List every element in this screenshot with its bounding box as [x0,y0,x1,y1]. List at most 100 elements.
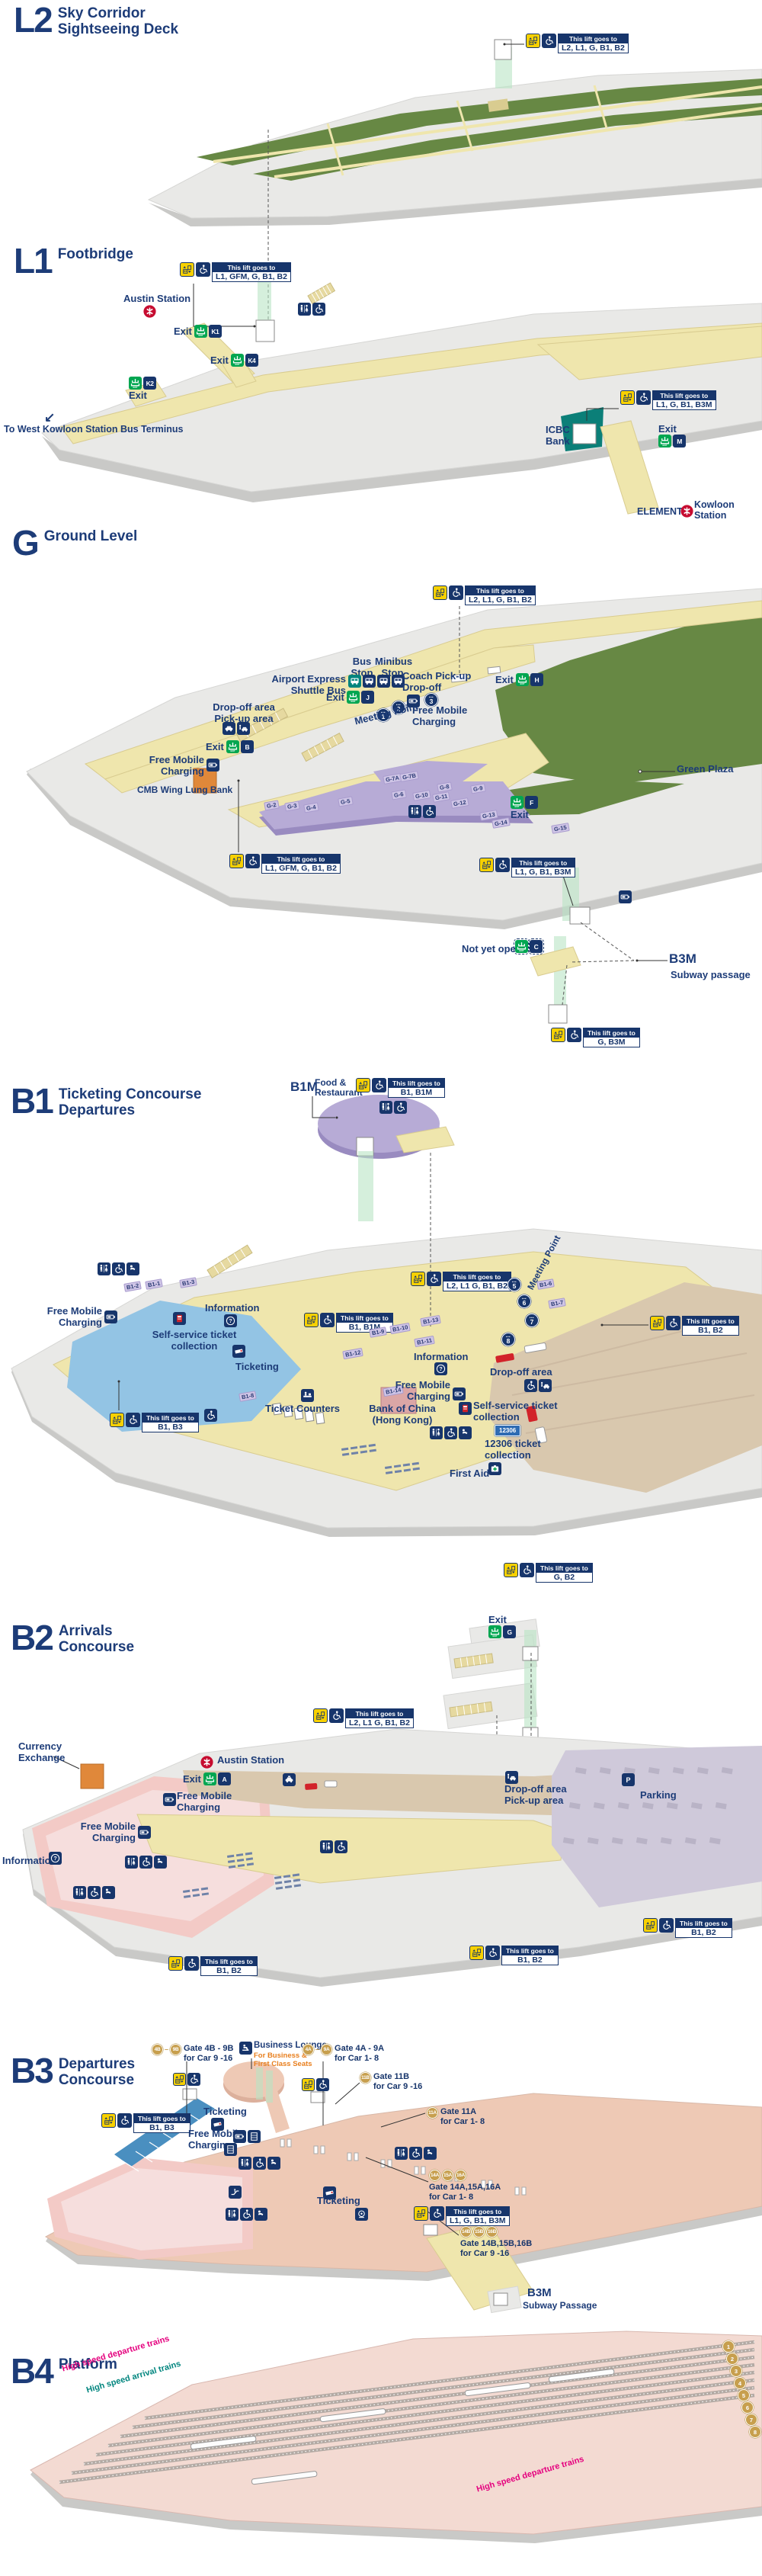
facility-icons: ? [224,1314,237,1327]
facility-icons [207,759,219,772]
exit-label: Exit [183,1773,201,1785]
map-label: Ticketing [317,2195,360,2206]
facility-icons [524,1379,552,1392]
toilet-icon [73,1886,86,1899]
wheelchair-icon [444,1426,457,1439]
lift-icon [302,2078,315,2091]
facility-icons [173,1312,186,1325]
wheelchair-icon [659,1918,674,1933]
map-label: Bank of China (Hong Kong) [369,1403,436,1426]
level-title-line: Arrivals [58,1623,113,1639]
exit-label: Exit [488,1614,507,1625]
map-label: B1M [290,1079,318,1094]
meeting-point-number: 2 [396,704,401,713]
svg-text:EXIT: EXIT [515,805,520,808]
exit-letter: J [366,693,370,701]
exit-letter-box: M [673,435,686,448]
gate-number: 14A [429,2170,440,2181]
lift-sign-prefix: This lift goes to [536,1564,592,1573]
facility-icons [224,2143,237,2156]
svg-text:EXIT: EXIT [230,749,235,752]
lift-sign-prefix: This lift goes to [683,1317,738,1326]
platform-number-badge: 3 [730,2365,742,2377]
level-title-line: Departures [58,1102,136,1118]
battery-icon [104,1310,117,1323]
facility-icons [453,1387,466,1400]
wheelchair-icon [329,1708,344,1723]
lift-icon [469,1946,484,1960]
exit-icon: EXIT [203,1772,216,1785]
lift-icon [643,1918,658,1933]
map-label: Austin Station [123,293,191,304]
escalator-icon [229,2186,242,2199]
map-label: B3M [527,2286,552,2299]
locker-icon [224,2143,237,2156]
exit-letter-box: C [528,938,544,954]
exit-label: Exit [174,326,192,337]
exit-icon: EXIT [230,354,244,367]
lift-sign-prefix: This lift goes to [676,1919,732,1928]
platform-number-badge: 2 [726,2353,738,2365]
baby-icon [154,1856,167,1869]
facility-icons [302,2078,329,2091]
gate-number-badges: 11A [427,2107,438,2119]
gate-text: Gate 4B - 9B for Car 9 -16 [184,2044,234,2063]
meeting-point-number: 1 [381,712,386,720]
lift-icon [620,390,635,405]
lift-icon [551,1028,565,1042]
wheelchair-icon [409,2147,422,2160]
map-label: Self-service ticket collection [473,1400,558,1423]
airport-express-bus-icon [348,675,361,688]
map-label: For Business & First Class Seats [254,2051,312,2068]
meeting-point-badge: •••2 [392,701,405,714]
lift-sign-prefix: This lift goes to [512,858,575,868]
wheelchair-icon [542,34,556,48]
meeting-point-number: 6 [522,1298,527,1307]
lift-sign-prefix: This lift goes to [447,2207,509,2216]
map-label: ICBC Bank [546,424,570,447]
gate-text: Gate 14B,15B,16B for Car 9 -16 [460,2239,533,2258]
toilet-icon [430,1426,443,1439]
exit-label: Exit [326,691,344,703]
svg-text:EXIT: EXIT [663,444,668,447]
lift-sign-destinations: B1, B2 [216,1966,242,1975]
level-code: L1 [14,241,53,281]
map-label: Free Mobile Charging [395,1379,450,1402]
gate-text: Gate 14A,15A,16A for Car 1- 8 [429,2183,501,2202]
gate-number-badges: 4B–9B [152,2044,182,2055]
level-title: Footbridge [58,246,133,263]
facility-icons [163,1793,176,1806]
map-label: Parking [640,1789,677,1801]
map-label: Drop-off area [490,1366,552,1378]
map-label: Drop-off area Pick-up area [213,701,275,724]
map-label: Free Mobile Charging [149,754,204,777]
facility-icons [395,2147,437,2160]
wheelchair-icon [204,1409,217,1422]
map-label: ELEMENTS [637,506,690,517]
facility-icons [430,1426,472,1439]
exit-letter: K2 [146,379,154,387]
lift-sign-destinations: L1, GFM, G, B1, B2 [216,272,287,281]
lift-sign-destinations: L1, G, B1, B3M [656,400,712,409]
lounge-icon [239,2042,252,2055]
info-icon: ? [224,1314,237,1327]
exit-label: Exit [511,809,529,820]
exit-icons: EXIT F [511,796,538,809]
lift-icon [650,1316,664,1330]
exit-letter: F [530,798,533,807]
svg-text:EXIT: EXIT [207,1782,212,1785]
facility-icons [459,1402,472,1415]
